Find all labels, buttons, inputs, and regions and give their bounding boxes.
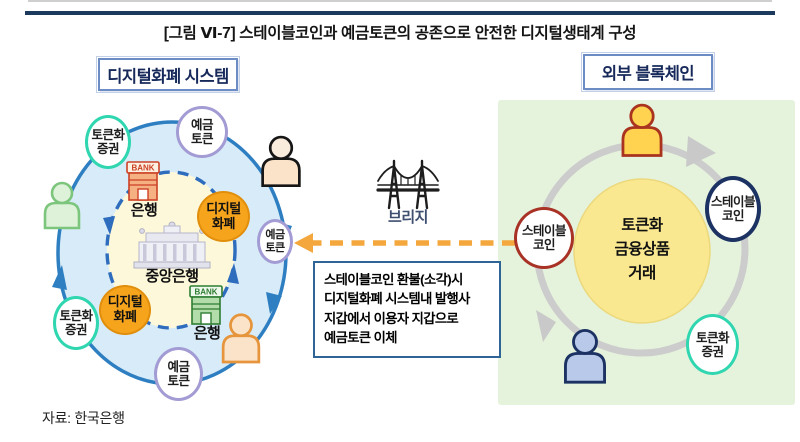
tokenized-market-ellipse bbox=[573, 178, 711, 324]
person-icon-black bbox=[261, 135, 301, 188]
bank-sign-text: BANK bbox=[194, 288, 217, 297]
oval-deposit-token-bottom: 예금 토큰 bbox=[154, 347, 203, 401]
external-flow-arrowheads bbox=[536, 136, 716, 342]
header-external-blockchain-label: 외부 블록체인 bbox=[601, 65, 695, 83]
oval-deposit-token-top: 예금 토큰 bbox=[176, 106, 228, 158]
person-icon-green bbox=[43, 181, 81, 230]
inner-flow-arrowheads bbox=[103, 216, 239, 284]
label-bank-upper: 은행 bbox=[130, 202, 158, 219]
oval-tokenized-securities-external: 토큰화 증권 bbox=[686, 314, 739, 375]
person-icon-yellow bbox=[621, 103, 663, 157]
figure-title: [그림 Ⅵ-7] 스테이블코인과 예금토큰의 공존으로 안전한 디지털생태계 구… bbox=[163, 25, 637, 42]
top-divider-light bbox=[28, 0, 772, 2]
note-box: 스테이블코인 환불(소각)시 디지털화폐 시스템내 발행사 지갑에서 이용자 지… bbox=[313, 261, 501, 358]
label-bank-lower: 은행 bbox=[193, 325, 221, 342]
header-digital-currency-system: 디지털화폐 시스템 bbox=[96, 56, 240, 93]
bank-icon-lower: BANK bbox=[189, 285, 223, 325]
circle-digital-currency-upper: 디지털 화폐 bbox=[197, 191, 250, 242]
oval-stablecoin-left: 스테이블 코인 bbox=[514, 207, 574, 269]
oval-stablecoin-right: 스테이블 코인 bbox=[705, 176, 761, 242]
oval-deposit-token-right: 예금 토큰 bbox=[257, 219, 293, 264]
oval-tokenized-securities-upper: 토큰화 증권 bbox=[85, 115, 131, 169]
circle-digital-currency-lower: 디지털 화폐 bbox=[99, 285, 151, 335]
person-icon-orange bbox=[221, 313, 261, 364]
bank-sign-text: BANK bbox=[131, 164, 154, 173]
top-divider bbox=[25, 11, 775, 15]
label-tokenized-market: 토큰화 금융상품 거래 bbox=[614, 217, 670, 283]
bridge-icon bbox=[376, 159, 440, 210]
header-external-blockchain: 외부 블록체인 bbox=[581, 52, 715, 92]
person-icon-blue bbox=[564, 328, 606, 384]
bank-icon-upper: BANK bbox=[126, 161, 160, 201]
label-bridge: 브리지 bbox=[388, 209, 428, 226]
header-digital-currency-system-label: 디지털화폐 시스템 bbox=[107, 67, 229, 86]
central-bank-building-icon bbox=[133, 221, 211, 269]
label-central-bank: 중앙은행 bbox=[145, 268, 199, 285]
bridge-transfer-arrow bbox=[294, 233, 515, 253]
figure-source: 자료: 한국은행 bbox=[42, 410, 125, 426]
oval-tokenized-securities-lower: 토큰화 증권 bbox=[53, 296, 99, 350]
